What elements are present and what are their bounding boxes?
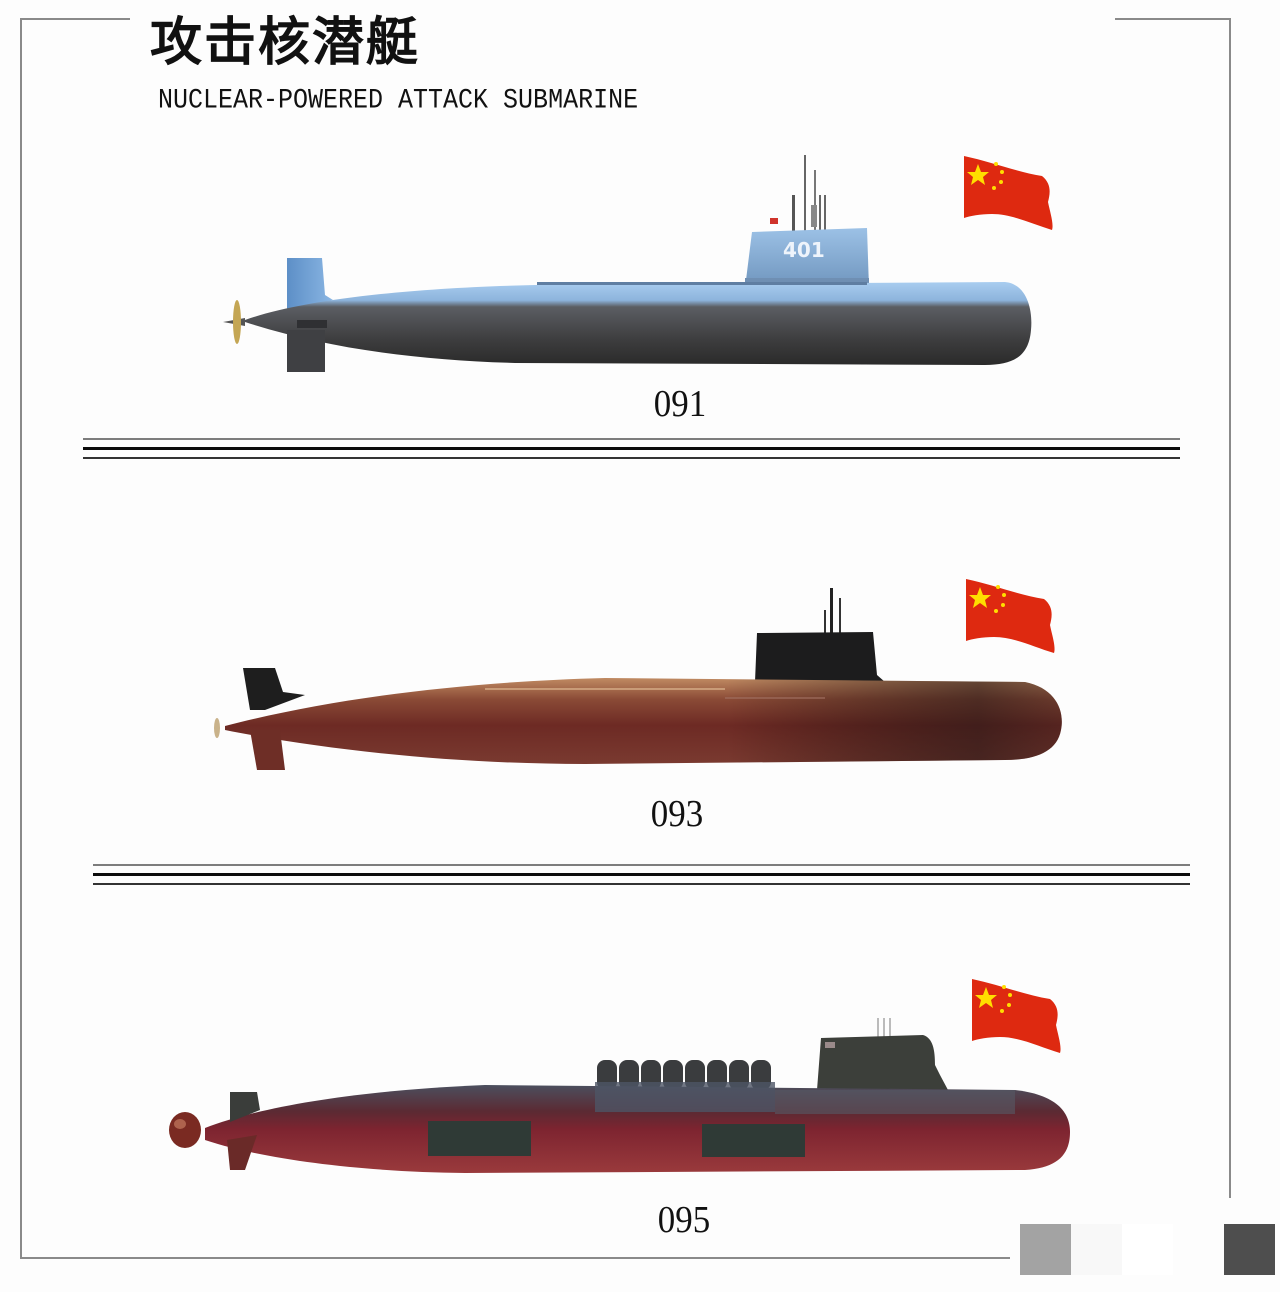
china-flag-icon xyxy=(972,979,1061,1053)
frame-right-line xyxy=(1229,18,1231,1198)
frame-top-right-line xyxy=(1115,18,1231,20)
submarine-091-illustration: 401 xyxy=(223,155,1032,372)
title-chinese: 攻击核潜艇 xyxy=(150,12,421,73)
frame-bottom-line xyxy=(20,1257,1010,1259)
title-english: NUCLEAR-POWERED ATTACK SUBMARINE xyxy=(158,84,639,117)
corner-swatch-white xyxy=(1122,1224,1173,1275)
frame-left-line xyxy=(20,18,22,1259)
china-flag-icon xyxy=(966,579,1055,653)
submarine-095-illustration xyxy=(169,1018,1070,1173)
china-flag-icon xyxy=(964,156,1053,230)
model-label-093: 093 xyxy=(650,793,704,835)
corner-swatch-dark xyxy=(1224,1224,1275,1275)
corner-swatch-gray xyxy=(1020,1224,1071,1275)
model-label-091: 091 xyxy=(653,383,707,425)
submarine-093-illustration xyxy=(214,588,1062,770)
model-label-095: 095 xyxy=(657,1199,711,1241)
corner-swatch-light xyxy=(1071,1224,1122,1275)
svg-text:401: 401 xyxy=(783,238,825,262)
frame-top-left-line xyxy=(20,18,130,20)
